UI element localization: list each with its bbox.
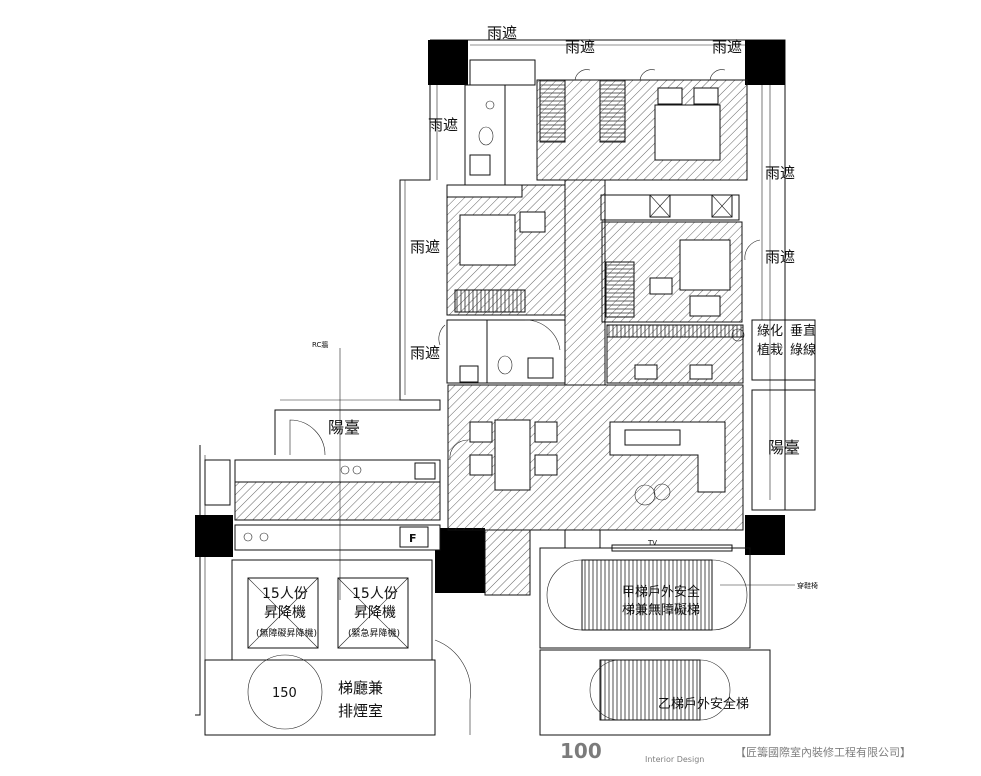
vertical-label: 綠線 <box>790 342 816 358</box>
master-bedroom <box>536 69 748 221</box>
kitchen <box>204 459 601 551</box>
elevator-label: 昇降機 <box>354 605 396 621</box>
canopy-label: 雨遮 <box>487 24 517 42</box>
stair-label: 梯兼無障礙梯 <box>622 603 700 618</box>
master-bath <box>464 59 536 186</box>
lobby <box>204 639 471 736</box>
watermark-company: 【匠籌國際室內裝修工程有限公司】 <box>735 745 911 759</box>
watermark-logo: 100 <box>560 739 602 763</box>
lobby-label: 排煙室 <box>338 702 383 720</box>
leader-lines <box>339 348 795 600</box>
stair-label: 甲梯戶外安全 <box>622 584 700 600</box>
canopy-label: 雨遮 <box>410 344 440 362</box>
greening-label: 植栽 <box>757 342 783 358</box>
stair-label: 乙梯戶外安全梯 <box>658 696 749 712</box>
fridge-label: F <box>409 532 417 545</box>
elevators <box>231 559 433 661</box>
canopy-label: 雨遮 <box>765 164 795 182</box>
lobby-label: 梯廳兼 <box>338 679 383 697</box>
watermark-subtitle: Interior Design <box>645 755 704 764</box>
canopy-label: 雨遮 <box>428 116 458 134</box>
watermark: 100 Interior Design 【匠籌國際室內裝修工程有限公司】 <box>560 739 911 764</box>
elevator-label: 15人份 <box>352 586 398 602</box>
second-bath <box>446 319 566 384</box>
door-swings <box>289 239 761 461</box>
greening-label: 綠化 <box>757 324 783 339</box>
door-note: 穿鞋椅 <box>797 581 818 590</box>
labels: 雨遮 雨遮 雨遮 雨遮 雨遮 雨遮 雨遮 雨遮 陽臺 陽臺 綠化 植栽 垂直 綠… <box>256 24 818 720</box>
tv-note: TV <box>647 539 657 547</box>
elevator-label: 15人份 <box>262 586 308 602</box>
turning-circle-label: 150 <box>272 686 297 701</box>
elevator-label: (無障礙昇降機) <box>256 627 317 639</box>
elevator-label: (緊急昇降機) <box>348 627 400 639</box>
second-bedroom <box>446 184 566 316</box>
study <box>606 324 745 384</box>
wall-note: RC牆 <box>312 340 328 349</box>
elevator-label: 昇降機 <box>264 605 306 621</box>
third-bedroom <box>601 221 743 323</box>
balcony-label: 陽臺 <box>328 418 360 437</box>
stairs <box>539 547 771 736</box>
right-balcony <box>751 319 816 511</box>
canopy-label: 雨遮 <box>765 248 795 266</box>
canopy-label: 雨遮 <box>712 38 742 56</box>
vertical-label: 垂直 <box>790 324 816 339</box>
structural-columns <box>195 40 785 593</box>
canopy-label: 雨遮 <box>410 238 440 256</box>
canopy-label: 雨遮 <box>565 38 595 56</box>
balcony-label: 陽臺 <box>768 438 800 457</box>
